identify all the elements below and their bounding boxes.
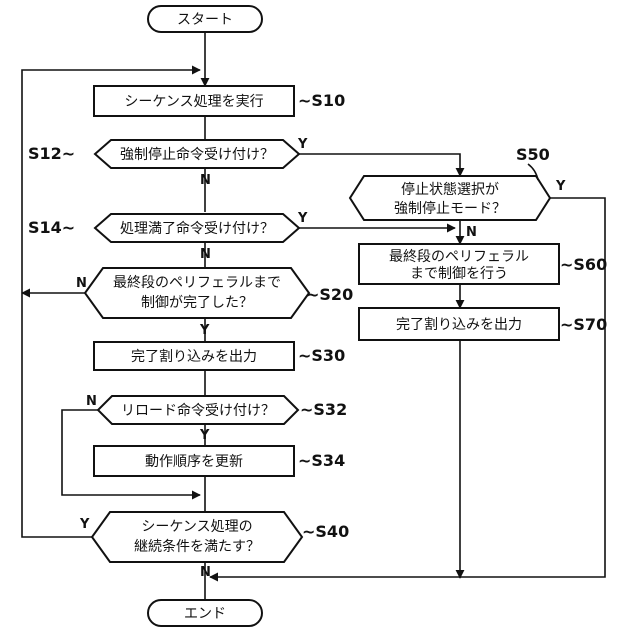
- s10-text: シーケンス処理を実行: [124, 94, 263, 110]
- end-label: エンド: [184, 606, 226, 622]
- s50-text-line1: 停止状態選択が: [401, 181, 499, 198]
- s60-text-line2: まで制御を行う: [410, 266, 508, 282]
- s14-ref: S14~: [28, 218, 75, 237]
- s20-yes-label: Y: [199, 323, 210, 338]
- s32-ref: ~S32: [300, 400, 347, 419]
- s14-ref-code: S14: [28, 218, 62, 237]
- s32-ref-code: S32: [313, 400, 347, 419]
- s50-text-line2: 強制停止モード？: [394, 200, 506, 217]
- s34-ref: ~S34: [298, 451, 345, 470]
- s40-text-line2: 継続条件を満たす？: [134, 538, 260, 555]
- process-s70: 完了割り込みを出力: [359, 308, 559, 340]
- s32-yes-label: Y: [199, 428, 210, 443]
- s40-ref-code: S40: [315, 522, 349, 541]
- s40-no-label: N: [200, 565, 211, 580]
- s20-text-line2: 制御が完了した？: [141, 295, 253, 311]
- s34-text: 動作順序を更新: [145, 454, 243, 470]
- s20-text-line1: 最終段のペリフェラルまで: [113, 275, 281, 291]
- s10-ref-code: S10: [311, 91, 345, 110]
- decision-s40: シーケンス処理の 継続条件を満たす？: [92, 512, 302, 562]
- s34-ref-code: S34: [311, 451, 345, 470]
- s12-ref: S12~: [28, 144, 75, 163]
- s20-no-label: N: [76, 276, 87, 291]
- s12-ref-code: S12: [28, 144, 62, 163]
- decision-s20: 最終段のペリフェラルまで 制御が完了した？: [85, 268, 309, 318]
- process-s10: シーケンス処理を実行: [94, 86, 294, 116]
- start-label: スタート: [177, 12, 233, 28]
- s30-ref: ~S30: [298, 346, 345, 365]
- s14-yes-label: Y: [297, 211, 308, 226]
- s10-ref: ~S10: [298, 91, 345, 110]
- s60-ref-code: S60: [573, 255, 607, 274]
- process-s34: 動作順序を更新: [94, 446, 294, 476]
- s70-text: 完了割り込みを出力: [396, 316, 522, 333]
- s40-ref: ~S40: [302, 522, 349, 541]
- decision-s14: 処理満了命令受け付け？: [95, 214, 299, 242]
- s60-text-line1: 最終段のペリフェラル: [389, 249, 529, 265]
- s20-ref: ~S20: [306, 285, 353, 304]
- s20-ref-code: S20: [319, 285, 353, 304]
- s12-yes-label: Y: [297, 137, 308, 152]
- s12-no-label: N: [200, 173, 211, 188]
- s50-no-label: N: [466, 225, 477, 240]
- s30-ref-code: S30: [311, 346, 345, 365]
- s14-text: 処理満了命令受け付け？: [120, 220, 274, 237]
- start-terminal: スタート: [148, 6, 262, 32]
- s50-yes-label: Y: [555, 179, 566, 194]
- s40-text-line1: シーケンス処理の: [141, 519, 252, 535]
- end-terminal: エンド: [148, 600, 262, 626]
- decision-s12: 強制停止命令受け付け？: [95, 140, 299, 168]
- s14-no-label: N: [200, 247, 211, 262]
- decision-s50: 停止状態選択が 強制停止モード？: [350, 176, 550, 220]
- decision-s32: リロード命令受け付け？: [98, 396, 298, 424]
- s50-ref: S50: [516, 145, 550, 164]
- s30-text: 完了割り込みを出力: [131, 348, 257, 365]
- s12-text: 強制停止命令受け付け？: [120, 146, 274, 163]
- s70-ref: ~S70: [560, 315, 607, 334]
- process-s60: 最終段のペリフェラル まで制御を行う: [359, 244, 559, 284]
- s60-ref: ~S60: [560, 255, 607, 274]
- s70-ref-code: S70: [573, 315, 607, 334]
- s40-yes-label: Y: [79, 517, 90, 532]
- s32-text: リロード命令受け付け？: [121, 402, 275, 419]
- s32-no-label: N: [86, 394, 97, 409]
- connector-s12-yes: [299, 154, 460, 176]
- process-s30: 完了割り込みを出力: [94, 342, 294, 370]
